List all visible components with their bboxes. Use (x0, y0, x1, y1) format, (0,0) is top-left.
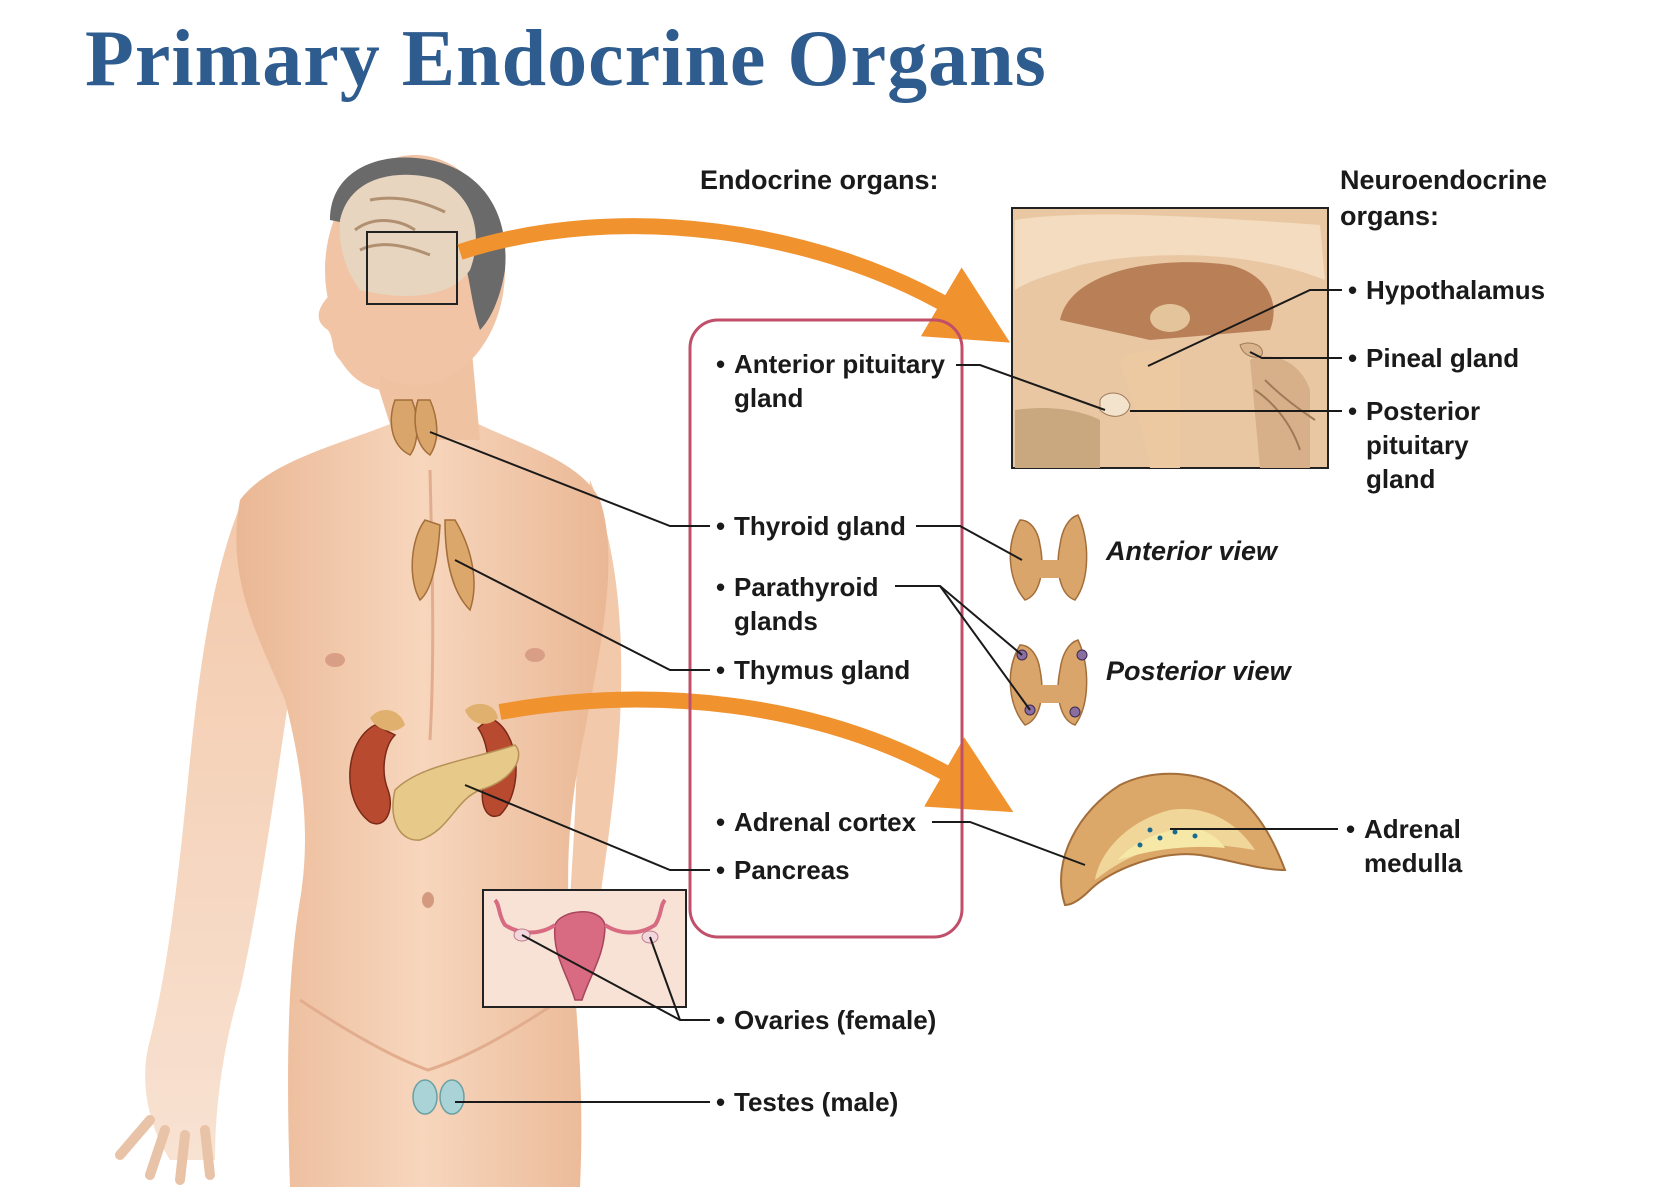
bullet: • (716, 855, 726, 885)
female-reproductive-inset (482, 889, 687, 1008)
arrow-adrenal-to-inset (498, 691, 1014, 813)
brain-sagittal-inset (1011, 207, 1329, 469)
bullet: • (716, 1005, 726, 1035)
label-text: Adrenal (1364, 814, 1461, 844)
thymus-gland-on-body (411, 519, 475, 612)
endocrine-organs-box (688, 318, 964, 939)
leader-parathyroid-2 (939, 585, 1031, 711)
kidneys-pancreas-on-body (349, 703, 520, 841)
human-body (115, 155, 622, 1187)
adrenal-gland-section (1060, 772, 1287, 907)
bullet: • (1348, 396, 1358, 426)
leader-pineal (1249, 351, 1342, 359)
neuroendocrine-header-line1: Neuroendocrine (1340, 165, 1548, 195)
caption-posterior-view: Posterior view (1106, 656, 1291, 686)
bullet: • (716, 572, 726, 602)
endocrine-organs-header: Endocrine organs: (700, 162, 939, 198)
label-parathyroid: • Parathyroid glands (716, 570, 879, 638)
leader-thyroid (429, 431, 710, 527)
label-text: Thyroid gland (734, 511, 906, 541)
leader-anterior-pituitary (956, 364, 1106, 411)
thyroid-posterior-view (1009, 639, 1088, 726)
bullet: • (716, 655, 726, 685)
label-adrenal-medulla: • Adrenal medulla (1346, 812, 1462, 880)
leader-pancreas (464, 784, 710, 871)
caption-anterior-view: Anterior view (1106, 536, 1278, 566)
bullet: • (1348, 343, 1358, 373)
bullet: • (716, 349, 726, 379)
label-text: Parathyroid (734, 572, 879, 602)
label-pancreas: • Pancreas (716, 853, 850, 887)
leader-lines (429, 289, 1342, 1103)
page-title: Primary Endocrine Organs (85, 15, 1047, 103)
label-text: Posterior (1366, 396, 1481, 426)
label-text-line2: pituitary (1366, 430, 1469, 460)
label-text: Anterior pituitary (734, 349, 945, 379)
label-text: Hypothalamus (1366, 275, 1546, 305)
thyroid-gland-on-body (390, 399, 438, 457)
label-anterior-pituitary: • Anterior pituitary gland (716, 347, 945, 415)
leader-hypothalamus (1147, 289, 1342, 367)
label-text: Pineal gland (1366, 343, 1520, 373)
label-text-line2: glands (734, 606, 818, 636)
label-text: Testes (male) (734, 1087, 899, 1117)
leader-adrenal-cortex (932, 821, 1086, 866)
leader-parathyroid-1 (895, 585, 1023, 656)
thyroid-anterior-view (1009, 514, 1088, 601)
label-text-line2: medulla (1364, 848, 1463, 878)
label-text-line3: gland (1366, 464, 1436, 494)
label-thymus: • Thymus gland (716, 653, 910, 687)
bullet: • (1346, 814, 1356, 844)
neuroendocrine-organs-header: Neuroendocrine organs: (1340, 162, 1547, 234)
label-adrenal-cortex: • Adrenal cortex (716, 805, 916, 839)
label-text: Adrenal cortex (734, 807, 917, 837)
testes-on-body (412, 1079, 465, 1115)
leader-thymus (454, 559, 710, 671)
label-testes: • Testes (male) (716, 1085, 898, 1119)
label-posterior-pituitary: • Posterior pituitary gland (1348, 394, 1480, 496)
arrow-brain-to-inset (457, 218, 1011, 343)
label-text-line2: gland (734, 383, 804, 413)
bullet: • (1348, 275, 1358, 305)
neuroendocrine-header-line2: organs: (1340, 201, 1440, 231)
label-hypothalamus: • Hypothalamus (1348, 273, 1545, 307)
label-pineal: • Pineal gland (1348, 341, 1519, 375)
label-text: Pancreas (734, 855, 850, 885)
label-thyroid: • Thyroid gland (716, 509, 906, 543)
label-text: Ovaries (female) (734, 1005, 937, 1035)
bullet: • (716, 807, 726, 837)
label-text: Thymus gland (734, 655, 911, 685)
endocrine-header-text: Endocrine organs: (700, 165, 939, 195)
leader-thyroid-view (916, 525, 1023, 561)
bullet: • (716, 1087, 726, 1117)
leader-ovaries-2 (649, 936, 681, 1021)
label-ovaries: • Ovaries (female) (716, 1003, 936, 1037)
bullet: • (716, 511, 726, 541)
